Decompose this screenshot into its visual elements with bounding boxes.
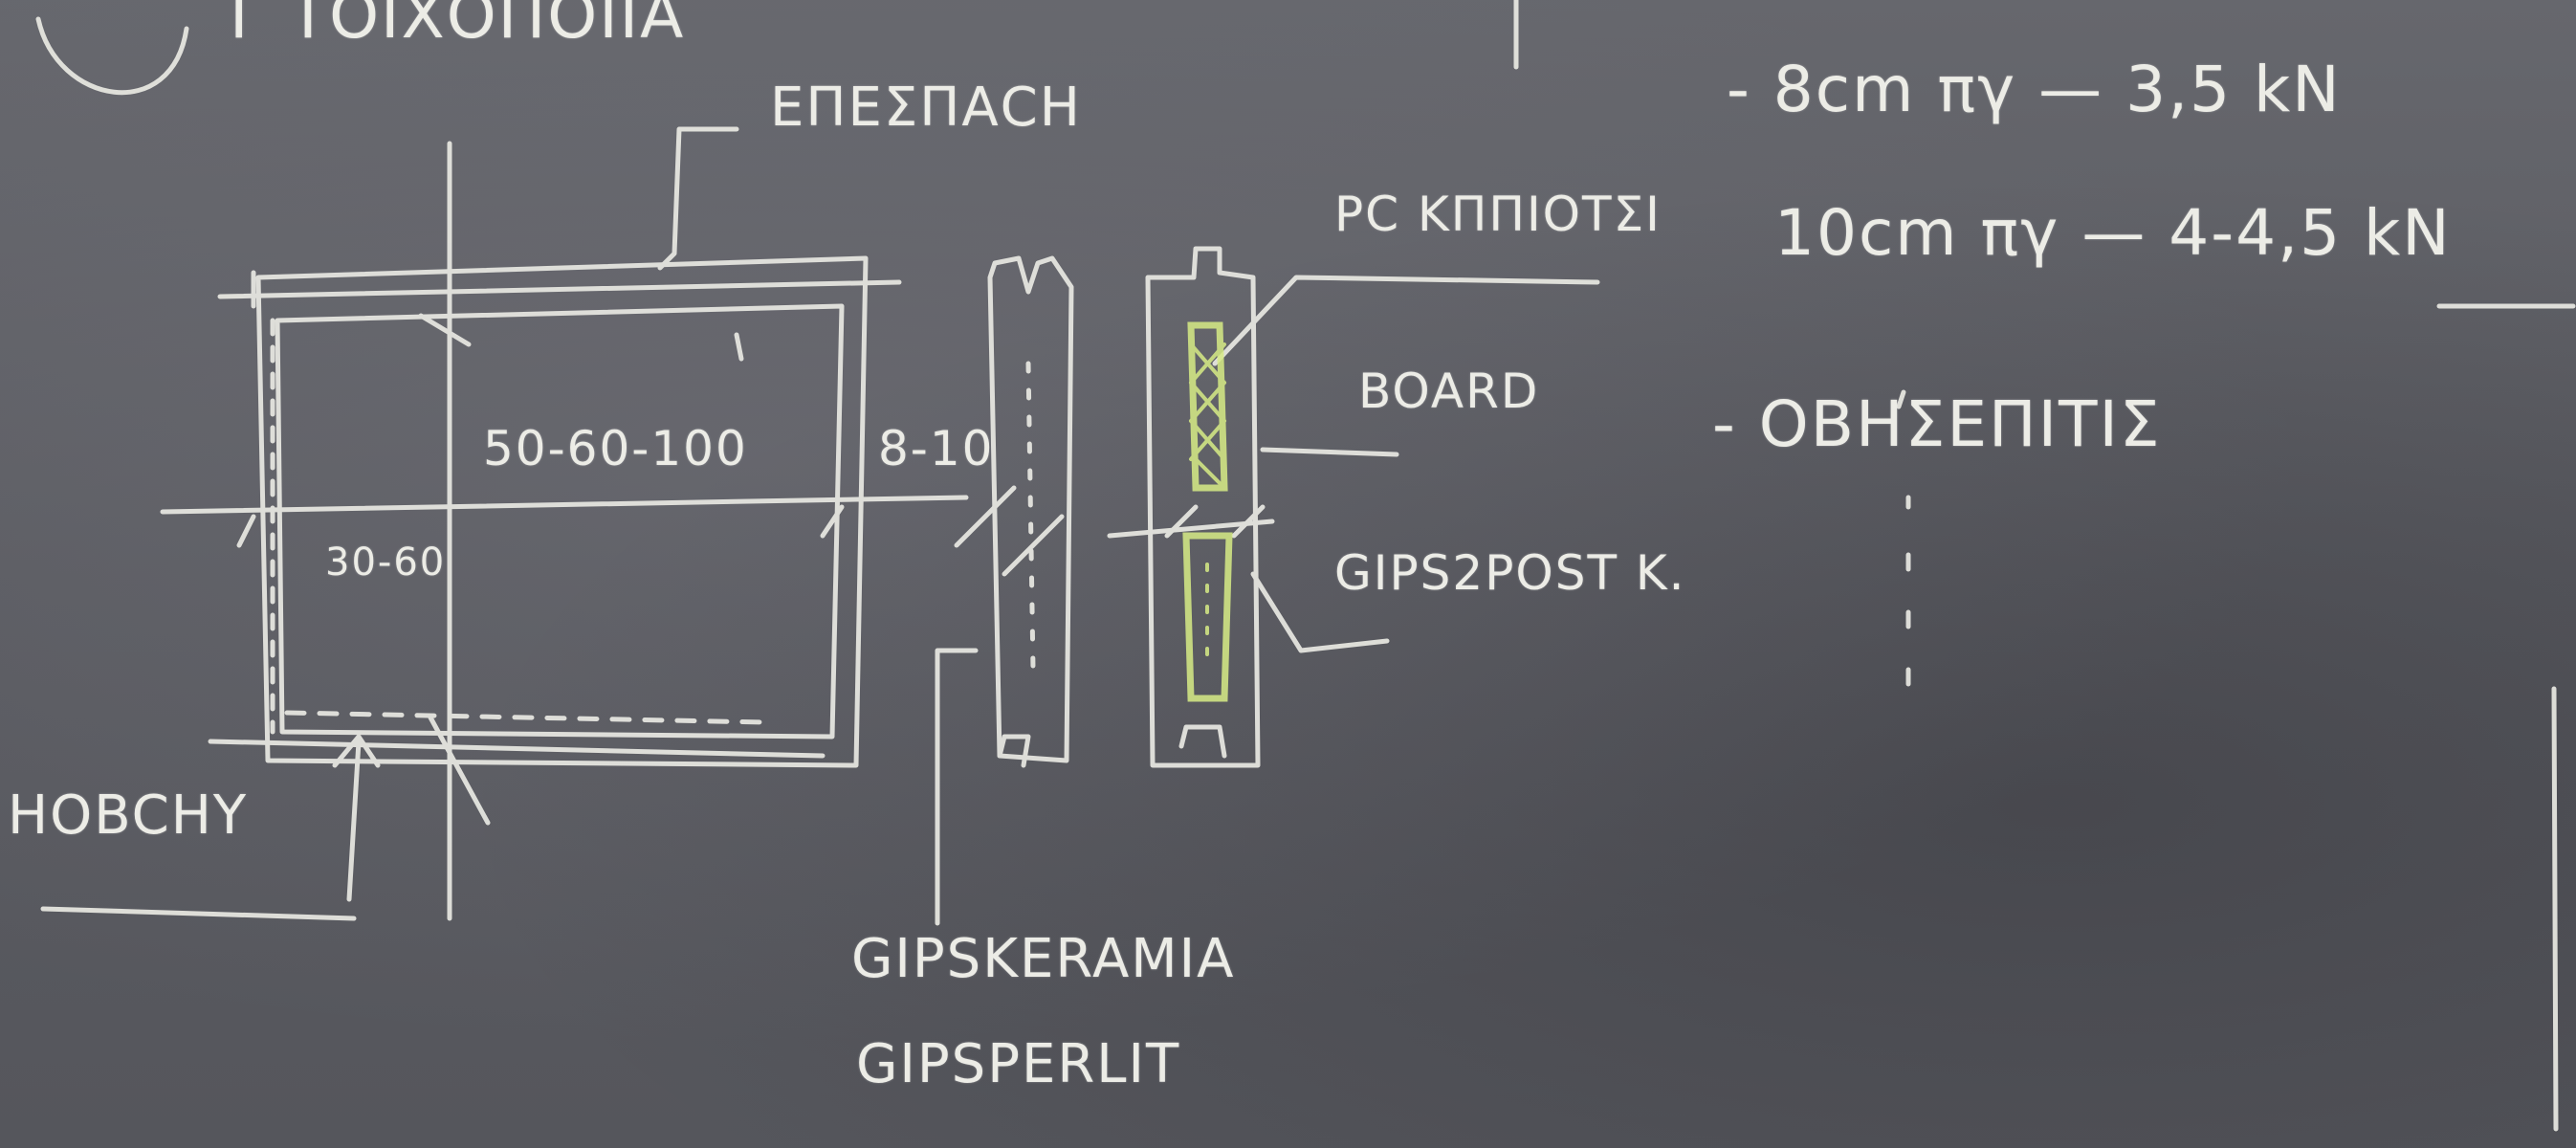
section-profile-1 [987, 255, 1074, 763]
dimension-main: 50-60-100 [483, 421, 748, 476]
circle-mark [35, 16, 189, 96]
note-1: - 8cm πγ — 3,5 kN [1727, 53, 2342, 126]
section-profile-2 [1145, 246, 1261, 768]
note-2: 10cm πγ — 4-4,5 kN [1774, 196, 2452, 270]
note-3: - ΟΒΗΣΕΠΙΤΙΣ [1712, 387, 2162, 461]
top-heading: Γ ΤΟΙΧΟΠΟΙΪΑ [230, 0, 686, 53]
label-bottom-1: GIPSKERAMIA [851, 928, 1236, 990]
label-plaster-post: GIPS2POST K. [1334, 545, 1686, 601]
dimension-thickness: 8-10 [878, 421, 995, 476]
arrow-up [332, 734, 381, 902]
dimension-inner: 30-60 [325, 541, 447, 585]
panel-outer [255, 255, 869, 768]
leader-top [657, 126, 739, 271]
leader-bottom [935, 648, 979, 926]
plaster-core [1182, 532, 1233, 702]
label-top-finish: EПЕΣПАСH [770, 77, 1082, 139]
label-bottom-2: GIPSPERLIT [856, 1033, 1181, 1095]
panel-inner [275, 303, 845, 740]
label-board: BOARD [1358, 364, 1540, 419]
label-left: HOBCHY [8, 784, 249, 847]
label-reinforcement: PC ΚΠΠΙΟΤΣΙ [1334, 187, 1662, 242]
